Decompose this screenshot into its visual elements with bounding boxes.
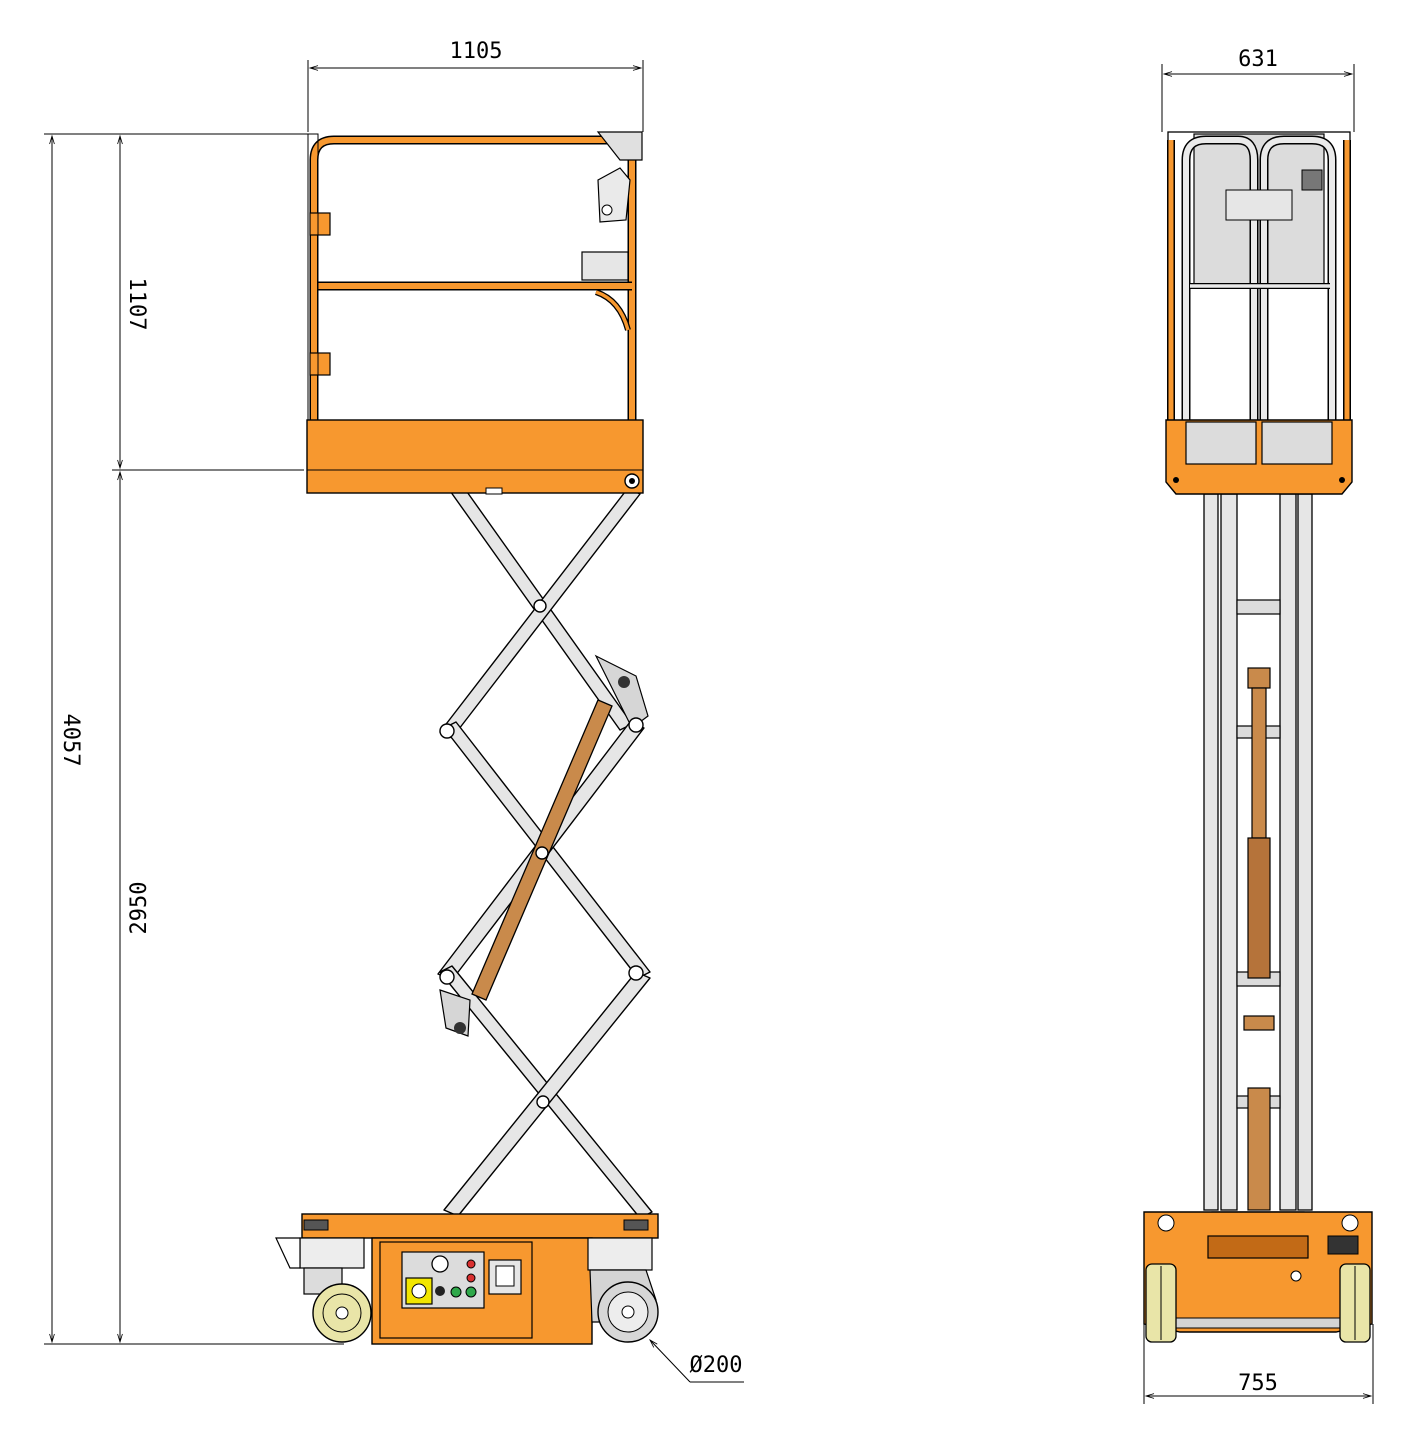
dim-total-height: 4057 [58,714,83,767]
front-right-wheel [1339,1263,1371,1343]
front-left-wheel [1145,1263,1177,1343]
ground-control-panel [379,1241,533,1339]
front-platform-deck [1165,419,1353,495]
front-railing [1167,131,1351,423]
rear-wheel [303,1267,372,1343]
side-view [275,131,659,1345]
dimension-labels: 1105 4057 1107 2950 Ø200 631 755 [58,39,1278,1396]
dim-front-platform-width: 631 [1238,47,1278,72]
platform-control-box [581,167,631,281]
dim-lift-height: 2950 [127,882,152,935]
front-hydraulic-ram [1243,667,1275,1211]
mast-rails [1203,493,1313,1211]
platform-deck [306,419,644,495]
dim-wheel-diameter: Ø200 [690,1353,743,1378]
dim-side-width: 1105 [450,39,503,64]
front-base [1143,1211,1373,1333]
dim-front-base-width: 755 [1238,1371,1278,1396]
front-view [1143,131,1373,1343]
dim-platform-height: 1107 [124,278,149,331]
dimension-lines [44,60,1374,1404]
front-wheel [597,1281,659,1343]
pivot-pins [439,599,644,1109]
platform-railing [307,131,643,425]
